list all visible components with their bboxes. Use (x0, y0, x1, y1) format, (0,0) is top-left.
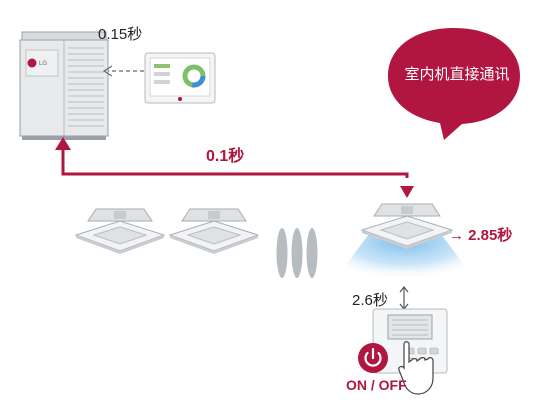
cassette-unit-2 (168, 208, 260, 254)
cassette-unit-1 (74, 208, 166, 254)
airflow-glow (330, 226, 480, 286)
remote-timing: 2.6秒 (352, 292, 388, 309)
wired-remote-controller (372, 308, 448, 374)
indoor-response-timing: → 2.85秒 (449, 227, 513, 244)
controller-timing: 0.15秒 (98, 26, 143, 43)
bubble-text: 室内机直接通讯 (404, 66, 510, 83)
power-button[interactable] (357, 342, 389, 374)
outdoor-unit (19, 31, 109, 140)
central-controller (144, 52, 216, 104)
up-arrow-head (55, 137, 71, 150)
active-cassette-unit (360, 203, 454, 249)
pointing-hand-icon (398, 341, 434, 395)
controller-arrow (102, 65, 144, 77)
down-arrow-head (400, 186, 414, 198)
communication-line (61, 146, 409, 178)
more-units-ellipsis (276, 228, 318, 278)
speech-bubble (388, 28, 520, 140)
brand-logo-text: LG (39, 61, 48, 67)
main-timing: 0.1秒 (206, 148, 245, 165)
power-label: ON / OFF (346, 377, 407, 393)
